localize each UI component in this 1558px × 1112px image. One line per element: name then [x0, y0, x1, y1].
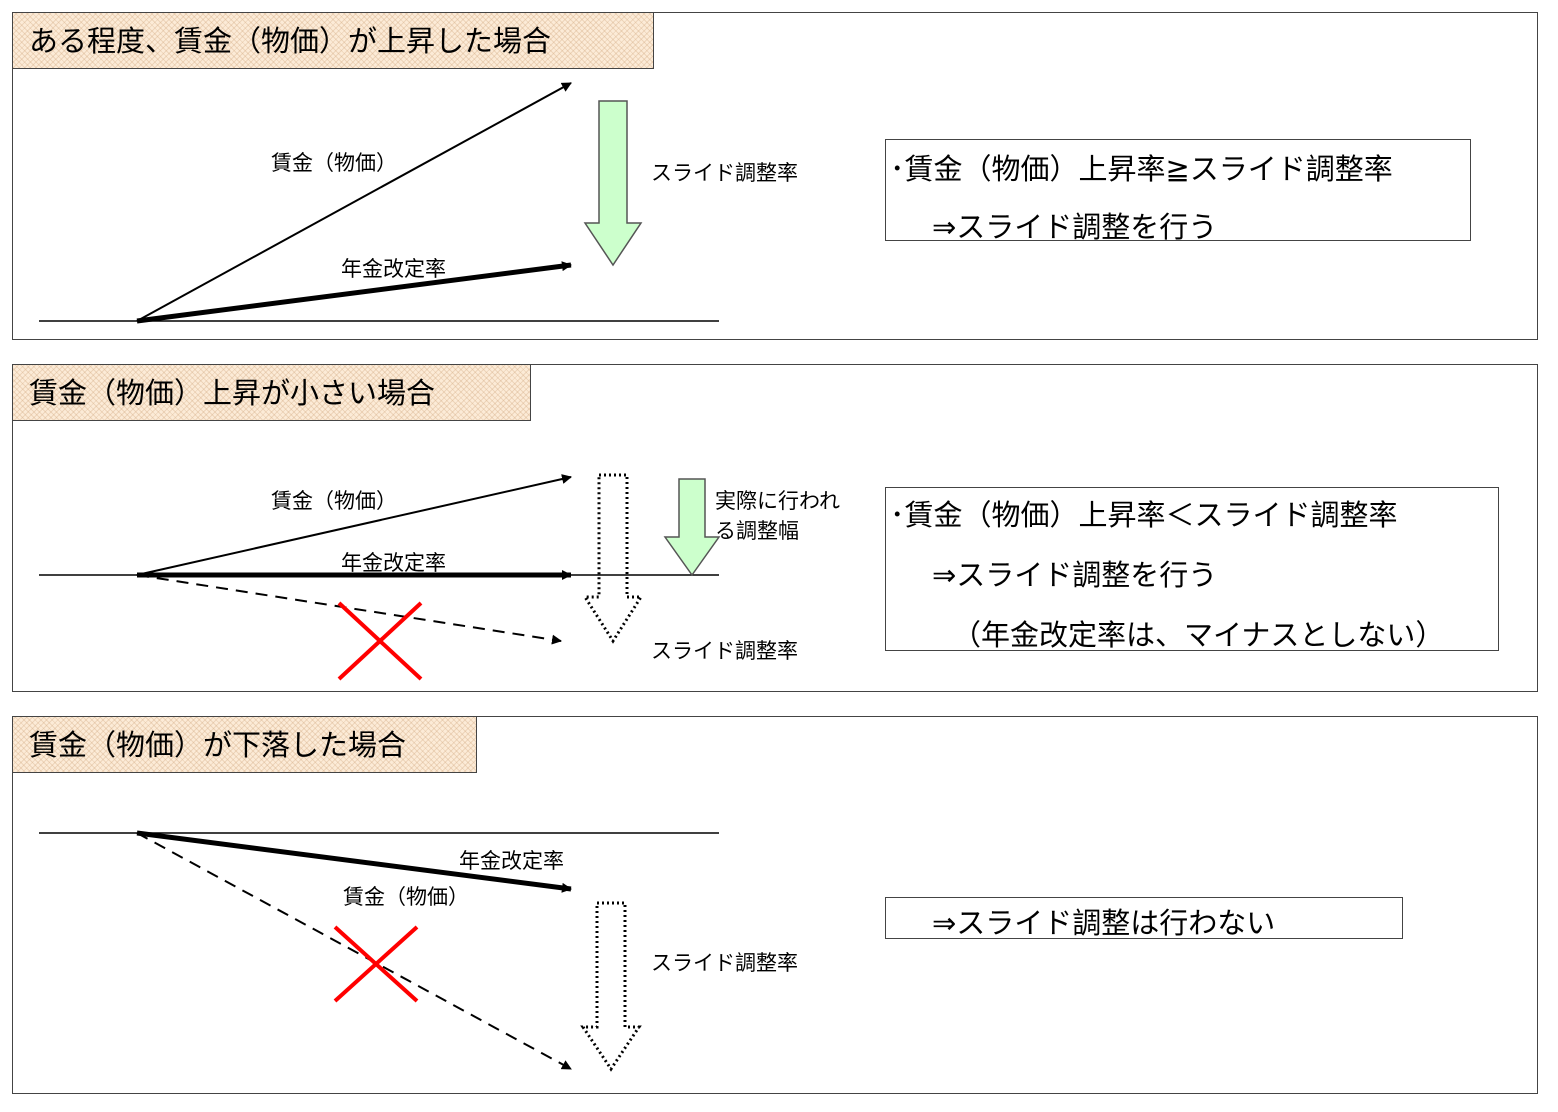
panel-title: 賃金（物価）上昇が小さい場合 — [13, 365, 531, 421]
note-line: ⇒スライド調整は行わない — [932, 906, 1276, 940]
slide-rate-arrow — [580, 901, 642, 1072]
wage-label: 賃金（物価） — [343, 885, 469, 909]
negative-rate-arrow — [136, 574, 562, 645]
pension-rate-label: 年金改定率 — [341, 551, 446, 575]
wage-arrow — [136, 832, 572, 1070]
note-line: ⇒スライド調整を行う — [932, 558, 1218, 592]
slide-rate-arrow — [583, 100, 643, 267]
slide-rate-arrow — [582, 473, 644, 644]
panel-title: ある程度、賃金（物価）が上昇した場合 — [13, 13, 654, 69]
actual-adjustment-label: 実際に行われ — [715, 489, 840, 513]
note-line: ･賃金（物価）上昇率＜スライド調整率 — [890, 498, 1398, 532]
pension-rate-label: 年金改定率 — [341, 257, 446, 281]
note-box: ･賃金（物価）上昇率＜スライド調整率 ⇒スライド調整を行う （年金改定率は、マイ… — [885, 487, 1499, 652]
note-line: ･賃金（物価）上昇率≧スライド調整率 — [890, 152, 1393, 186]
wage-arrow — [136, 474, 572, 576]
panel-title: 賃金（物価）が下落した場合 — [13, 717, 477, 773]
note-box: ⇒スライド調整は行わない — [885, 897, 1403, 940]
panel-rise: ある程度、賃金（物価）が上昇した場合 賃金（物価） 年金改定率 スライド調整率 … — [12, 12, 1538, 340]
slide-rate-label: スライド調整率 — [651, 161, 798, 185]
wage-arrow — [136, 82, 572, 322]
wage-label: 賃金（物価） — [271, 489, 397, 513]
note-line: ⇒スライド調整を行う — [932, 210, 1218, 244]
actual-adjustment-arrow — [663, 478, 721, 577]
pension-rate-arrow — [136, 830, 572, 893]
cross-mark — [333, 925, 419, 1003]
rise-diagram — [39, 82, 719, 324]
note-box: ･賃金（物価）上昇率≧スライド調整率 ⇒スライド調整を行う — [885, 139, 1471, 244]
slide-rate-label: スライド調整率 — [651, 951, 798, 975]
pension-rate-label: 年金改定率 — [459, 849, 564, 873]
panel-small-rise: 賃金（物価）上昇が小さい場合 賃金（物価） 年金改定率 スライド調整率 実際に行… — [12, 364, 1538, 692]
note-line: （年金改定率は、マイナスとしない） — [952, 618, 1445, 652]
wage-label: 賃金（物価） — [271, 151, 397, 175]
small-rise-diagram — [39, 473, 721, 681]
cross-mark — [337, 601, 423, 681]
pension-rate-arrow — [136, 261, 572, 324]
panel-fall: 賃金（物価）が下落した場合 年金改定率 賃金（物価） スライド調整率 ⇒スライド… — [12, 716, 1538, 1094]
actual-adjustment-label-2: る調整幅 — [715, 519, 799, 543]
slide-rate-label: スライド調整率 — [651, 639, 798, 663]
fall-diagram — [39, 830, 719, 1072]
